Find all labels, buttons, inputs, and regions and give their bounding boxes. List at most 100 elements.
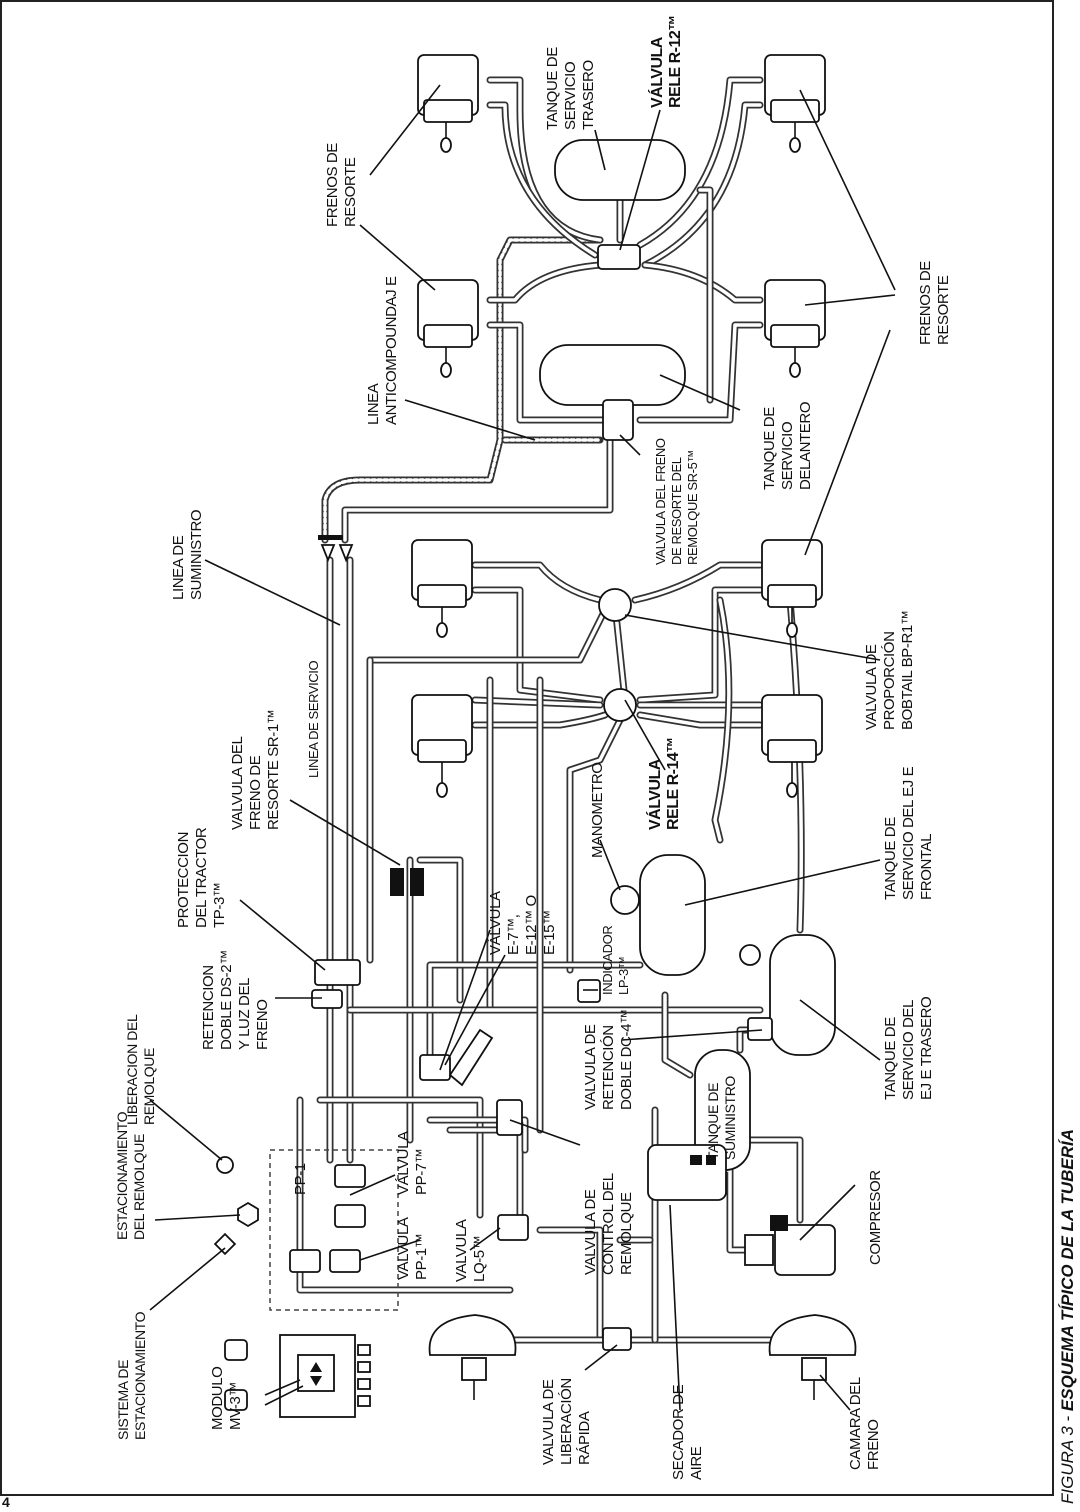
front-service-tank (539, 344, 686, 406)
label-line: VALVULA DEL (229, 737, 246, 830)
label-line: SISTEMA DE (115, 1360, 131, 1440)
label-front-axle-service-tank: TANQUE DE SERVICIO DEL EJ E FRONTAL (882, 766, 935, 900)
label-line: RESORTE (342, 157, 359, 227)
label-valve-lq5: VALVULA LQ-5™ (453, 1219, 488, 1282)
low-pressure-indicator (577, 979, 601, 1003)
label-line: DE RESORTE DEL (669, 457, 684, 565)
label-quick-release-valve: VALVULA DE LIBERACIÓN RÁPIDA (540, 1378, 593, 1465)
label-line: SERVICIO (779, 422, 796, 490)
spring-brake-chamber (411, 539, 473, 638)
trailer-control-valve (496, 1099, 523, 1136)
label-trailer-spring-brake-valve: VALVULA DEL FRENO DE RESORTE DEL REMOLQU… (653, 438, 700, 565)
label-rear-service-tank: TANQUE DE SERVICIO TRASERO (544, 47, 597, 130)
label-supply-tank: TANQUE DE SUMINISTRO (705, 1076, 738, 1160)
service-brake-chamber (428, 1314, 517, 1400)
label-line: RESORTE (935, 275, 952, 345)
label-line: LINEA DE (170, 535, 187, 600)
label-line: EJ E TRASERO (918, 997, 935, 1100)
brake-valve-pedal (448, 1028, 494, 1087)
label-line: VALVULA DE (582, 1189, 599, 1275)
label-line: VÁLVULA (647, 36, 666, 108)
double-check-ds2 (311, 989, 343, 1009)
label-line: TANQUE DE (544, 47, 561, 130)
label-line: VALVULA DEL FRENO (653, 438, 668, 565)
label-spring-brakes-top: FRENOS DE RESORTE (324, 143, 359, 227)
dash-knobs (213, 1156, 259, 1256)
label-line: FRENO DE (247, 755, 264, 830)
label-line: DEL TRACTOR (193, 827, 210, 928)
label-line: DOBLE DC-4™ (618, 1009, 635, 1110)
front-axle-service-tank (639, 854, 706, 976)
label-line: E-7™, (505, 914, 522, 955)
label-line: RESORTE SR-1™ (265, 710, 282, 830)
pipe-network (296, 76, 805, 1344)
label-parking-system: SISTEMA DE ESTACIONAMIENTO (115, 1311, 148, 1440)
label-line: ANTICOMPOUNDAJ E (383, 276, 400, 425)
pressure-gauge (610, 885, 640, 915)
label-line: MANOMETRO (589, 762, 606, 858)
label-line: RETENCIÓN (600, 1025, 617, 1110)
bobtail-proportioning-valve (598, 588, 632, 622)
label-line: BOBTAIL BP-R1™ (899, 611, 916, 730)
label-line: SECADOR DE (670, 1384, 687, 1480)
caption-title: ESQUEMA TÍPICO DE LA TUBERÍA (1058, 1129, 1077, 1412)
label-line: MV-3™ (227, 1382, 244, 1430)
label-line: SERVICIO DEL (900, 1000, 917, 1100)
spring-brake-chamber (417, 279, 479, 378)
label-line: TRASERO (580, 60, 597, 130)
label-line: RÁPIDA (576, 1411, 593, 1465)
rear-service-tank (554, 139, 686, 201)
label-line: FRENOS DE (324, 143, 341, 227)
label-line: VALVULA (453, 1219, 470, 1282)
label-line: ESTACIONAMIENTO (132, 1311, 148, 1440)
brake-valve-e7 (419, 1054, 451, 1081)
label-line: SUMINISTRO (188, 510, 205, 600)
label-trailer-release: LIBERACION DEL REMOLQUE (124, 1014, 157, 1125)
label-line: RELE R-12™ (667, 15, 684, 108)
spring-brake-valve-sr1-b (410, 868, 424, 896)
rear-axle-service-tank (769, 934, 836, 1056)
valve-lq5 (497, 1214, 529, 1241)
spring-brake-chamber (764, 279, 826, 378)
relay-valve-r14 (603, 688, 637, 722)
valve-pp1 (289, 1249, 321, 1273)
leader-lines (149, 84, 896, 1411)
mv3-module (224, 1334, 371, 1418)
label-service-line: LINEA DE SERVICIO (306, 660, 321, 778)
valve-pp1-top (334, 1164, 366, 1188)
label-line: AIRE (688, 1446, 705, 1480)
label-line: VALVULA DE (863, 644, 880, 730)
label-line: COMPRESOR (867, 1170, 884, 1265)
label-line: VALVULA DE (540, 1379, 557, 1465)
label-relay-valve-r12: VÁLVULA RELE R-12™ (647, 15, 684, 108)
label-line: TP-3™ (211, 882, 228, 928)
label-line: VÁLVULA (645, 758, 664, 830)
figure-caption: FIGURA 3 - ESQUEMA TÍPICO DE LA TUBERÍA (1058, 1129, 1078, 1504)
label-low-pressure-indicator: INDICADOR LP-3™ (600, 926, 631, 995)
spring-brake-chamber (417, 54, 479, 153)
tractor-protection-tp3 (314, 959, 361, 986)
label-supply-line: LINEA DE SUMINISTRO (170, 510, 205, 600)
label-rear-axle-service-tank: TANQUE DE SERVICIO DEL EJ E TRASERO (882, 997, 935, 1100)
label-line: VÁLVULA (487, 891, 504, 955)
label-line: REMOLQUE (618, 1192, 635, 1275)
label-line: E-12™ O (523, 895, 540, 955)
label-relay-valve-r14: VÁLVULA RELE R-14™ (645, 737, 682, 830)
tanks (539, 139, 836, 1171)
label-pressure-gauge: MANOMETRO (589, 762, 606, 858)
label-double-check-ds2: RETENCION DOBLE DS-2™ Y LUZ DEL FRENO (200, 950, 271, 1050)
label-line: TANQUE DE (882, 1017, 899, 1100)
label-double-check-dc4: VALVULA DE RETENCIÓN DOBLE DC-4™ (582, 1009, 635, 1110)
label-brake-valve-e7: VÁLVULA E-7™, E-12™ O E-15™ (487, 891, 558, 955)
page-frame (0, 0, 1054, 1496)
rear-brake-chambers (428, 1314, 857, 1400)
label-line: CAMARA DEL (847, 1377, 864, 1470)
label-trailer-parking: ESTACIONAMIENTO DEL REMOLQUE (114, 1111, 147, 1240)
label-front-service-tank: TANQUE DE SERVICIO DELANTERO (761, 402, 814, 490)
page-number: 4 (2, 1494, 10, 1510)
parking-system-knob (213, 1232, 237, 1256)
spring-brake-chamber (761, 539, 823, 638)
label-line: TANQUE DE (882, 817, 899, 900)
label-valve-pp1: VALVULA PP-1™ (395, 1217, 430, 1280)
